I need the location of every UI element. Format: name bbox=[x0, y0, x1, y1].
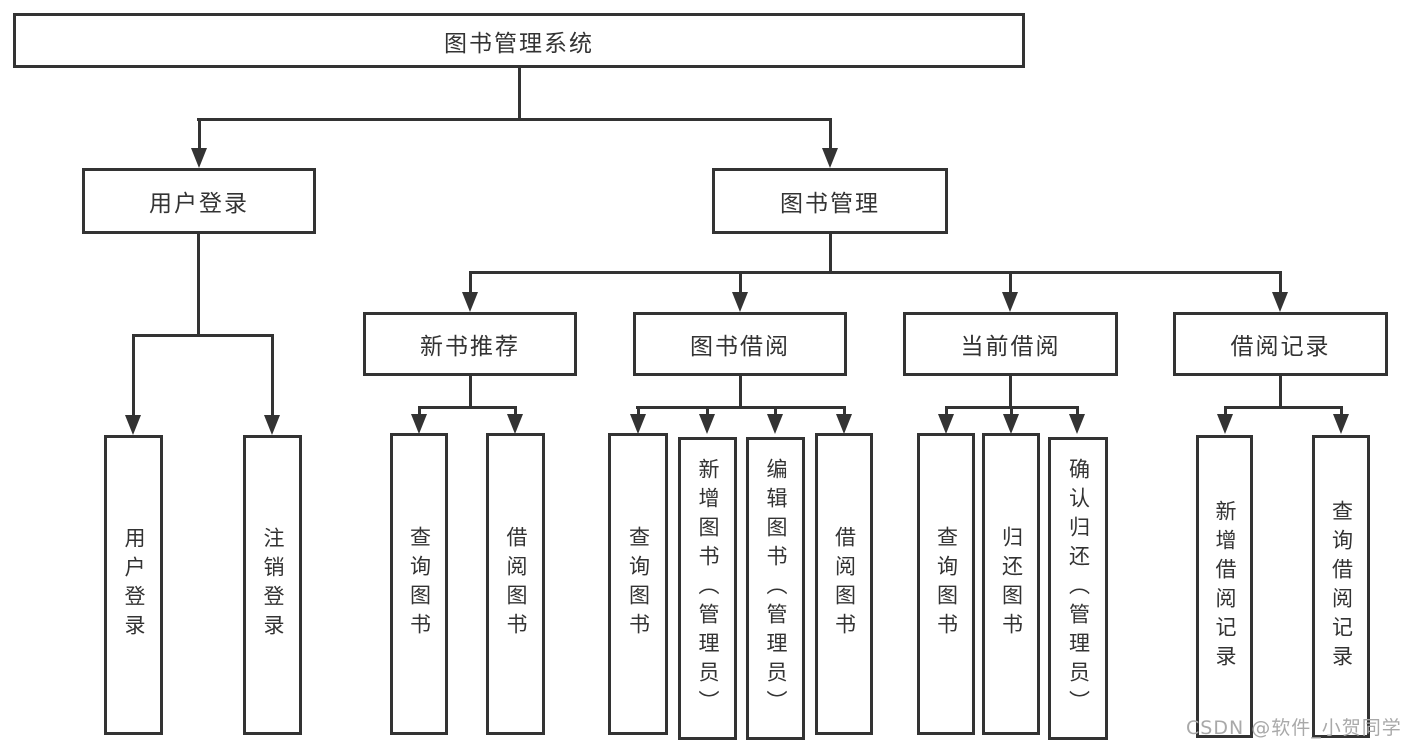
connector-line bbox=[418, 406, 421, 416]
connector-line bbox=[706, 406, 709, 416]
connector-line bbox=[1279, 376, 1282, 409]
connector-line bbox=[1076, 406, 1079, 416]
arrow-down-icon bbox=[630, 414, 646, 434]
connector-line bbox=[1009, 271, 1012, 292]
leaf-borrow-book: 借阅图书 bbox=[486, 433, 545, 735]
connector-line bbox=[132, 334, 274, 337]
connector-line bbox=[469, 376, 472, 409]
leaf-logout: 注销登录 bbox=[243, 435, 302, 735]
arrow-down-icon bbox=[1002, 292, 1018, 312]
csdn-watermark: CSDN @软件_小贺同学 bbox=[1186, 717, 1402, 739]
leaf-query-book: 查询图书 bbox=[390, 433, 448, 735]
connector-line bbox=[1009, 376, 1012, 409]
arrow-down-icon bbox=[767, 414, 783, 434]
leaf-query-book: 查询图书 bbox=[917, 433, 975, 735]
connector-line bbox=[518, 68, 521, 120]
arrow-down-icon bbox=[822, 148, 838, 168]
connector-line bbox=[774, 406, 777, 416]
leaf-return-book: 归还图书 bbox=[982, 433, 1040, 735]
node-new-book-recommend: 新书推荐 bbox=[363, 312, 577, 376]
arrow-down-icon bbox=[699, 414, 715, 434]
node-book-borrowing: 图书借阅 bbox=[633, 312, 847, 376]
arrow-down-icon bbox=[507, 414, 523, 434]
connector-line bbox=[1224, 406, 1227, 416]
leaf-query-book: 查询图书 bbox=[608, 433, 668, 735]
connector-line bbox=[829, 118, 832, 150]
connector-line bbox=[469, 271, 472, 292]
connector-line bbox=[843, 406, 846, 416]
connector-line bbox=[636, 406, 845, 409]
connector-line bbox=[132, 334, 135, 415]
leaf-query-borrow-record: 查询借阅记录 bbox=[1312, 435, 1370, 738]
node-borrowing-records: 借阅记录 bbox=[1173, 312, 1388, 376]
arrow-down-icon bbox=[191, 148, 207, 168]
node-library-management-system: 图书管理系统 bbox=[13, 13, 1025, 68]
leaf-confirm-return-admin: 确认归还（管理员） bbox=[1048, 437, 1108, 740]
connector-line bbox=[1279, 271, 1282, 292]
node-book-management: 图书管理 bbox=[712, 168, 948, 234]
connector-line bbox=[1340, 406, 1343, 416]
arrow-down-icon bbox=[1333, 414, 1349, 434]
connector-line bbox=[945, 406, 948, 416]
connector-line bbox=[1224, 406, 1342, 409]
connector-line bbox=[739, 271, 742, 292]
arrow-down-icon bbox=[264, 415, 280, 435]
arrow-down-icon bbox=[462, 292, 478, 312]
arrow-down-icon bbox=[1217, 414, 1233, 434]
arrow-down-icon bbox=[836, 414, 852, 434]
leaf-edit-book-admin: 编辑图书（管理员） bbox=[746, 437, 805, 740]
arrow-down-icon bbox=[1272, 292, 1288, 312]
connector-line bbox=[1010, 406, 1013, 416]
connector-line bbox=[198, 118, 201, 150]
node-user-login: 用户登录 bbox=[82, 168, 316, 234]
connector-line bbox=[739, 376, 742, 409]
connector-line bbox=[829, 234, 832, 274]
arrow-down-icon bbox=[1069, 414, 1085, 434]
connector-line bbox=[469, 271, 1282, 274]
arrow-down-icon bbox=[1003, 414, 1019, 434]
connector-line bbox=[271, 334, 274, 415]
node-current-borrowing: 当前借阅 bbox=[903, 312, 1118, 376]
leaf-borrow-book: 借阅图书 bbox=[815, 433, 873, 735]
connector-line bbox=[514, 406, 517, 416]
connector-line bbox=[197, 234, 200, 337]
connector-line bbox=[418, 406, 517, 409]
connector-line bbox=[197, 118, 831, 121]
leaf-add-book-admin: 新增图书（管理员） bbox=[678, 437, 737, 740]
arrow-down-icon bbox=[732, 292, 748, 312]
leaf-user-login: 用户登录 bbox=[104, 435, 163, 735]
connector-line bbox=[637, 406, 640, 416]
arrow-down-icon bbox=[411, 414, 427, 434]
arrow-down-icon bbox=[125, 415, 141, 435]
arrow-down-icon bbox=[938, 414, 954, 434]
leaf-add-borrow-record: 新增借阅记录 bbox=[1196, 435, 1253, 738]
